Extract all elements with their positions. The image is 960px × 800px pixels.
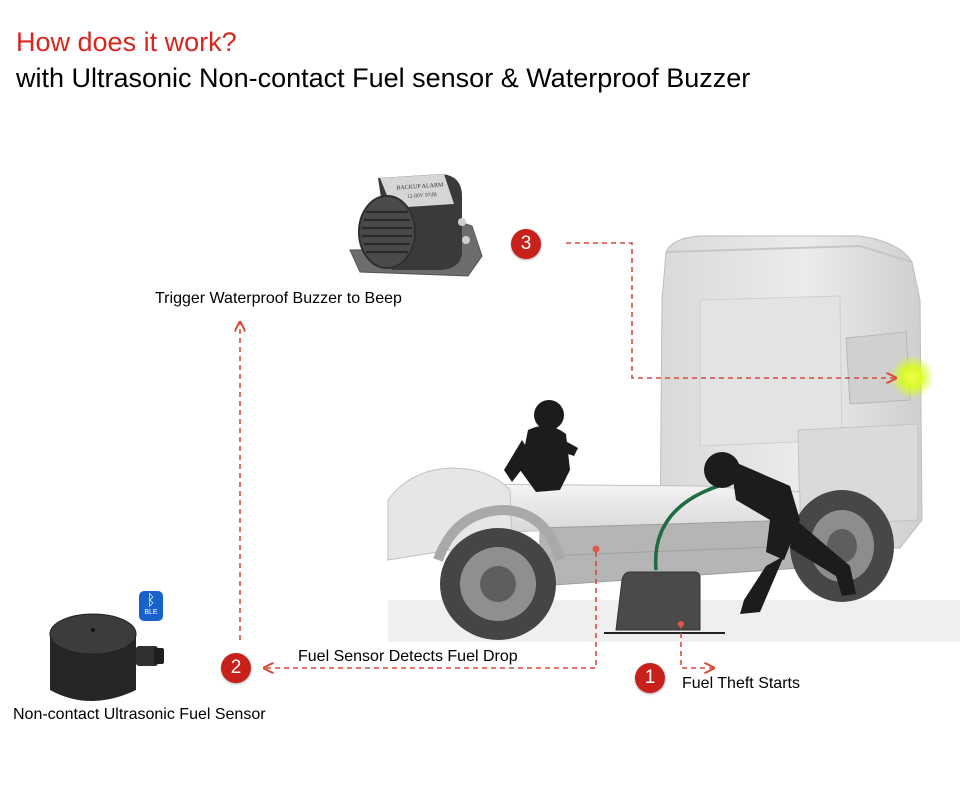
- step-1-label: Fuel Theft Starts: [682, 675, 800, 692]
- sensor-hole: [91, 628, 95, 632]
- ble-badge-label: BLE: [144, 609, 158, 616]
- buzzer-terminal-2: [462, 236, 470, 244]
- front-wheel: [433, 504, 565, 640]
- fuel-sensor-device: [49, 613, 164, 701]
- light-glow: [890, 355, 934, 399]
- buzzer-text-1: BACKUP ALARM: [396, 182, 444, 191]
- flow-arrows: [240, 242, 896, 668]
- sensor-connector: [136, 646, 158, 666]
- buzzer-grille: [362, 210, 412, 254]
- sensor-connector-tip: [154, 648, 164, 664]
- skirt-marker: [592, 545, 600, 553]
- arrow-to-step2: [264, 552, 597, 668]
- buzzer-text-2: 12-80V 97dB: [407, 192, 438, 200]
- buzzer-face: [358, 195, 416, 269]
- page-title: How does it work?: [16, 27, 237, 57]
- arrow-fuel-theft: [680, 624, 714, 668]
- step-badge-1: 1: [635, 663, 665, 693]
- cab-side-panel: [699, 295, 843, 447]
- buzzer-device: BACKUP ALARM 12-80V 97dB: [349, 174, 483, 277]
- ble-badge: ᛒ BLE: [139, 591, 163, 621]
- fuel-canister: [615, 571, 701, 631]
- sensor-top: [49, 613, 137, 655]
- buzzer-terminal-1: [458, 218, 466, 226]
- thief-standing: [504, 400, 578, 492]
- cab-roof-edge: [665, 244, 913, 263]
- bluetooth-icon: ᛒ: [146, 592, 156, 609]
- step-3-label: Trigger Waterproof Buzzer to Beep: [155, 290, 402, 307]
- page-subtitle: with Ultrasonic Non-contact Fuel sensor …: [16, 63, 751, 93]
- arrow-to-light: [566, 242, 896, 378]
- thief-siphoning: [704, 452, 856, 614]
- step-badge-3: 3: [511, 229, 541, 259]
- skirt-line: [544, 545, 797, 557]
- step-badge-2: 2: [221, 653, 251, 683]
- sensor-label: Non-contact Ultrasonic Fuel Sensor: [13, 706, 266, 723]
- step-2-label: Fuel Sensor Detects Fuel Drop: [298, 648, 518, 665]
- canister-marker: [678, 621, 684, 627]
